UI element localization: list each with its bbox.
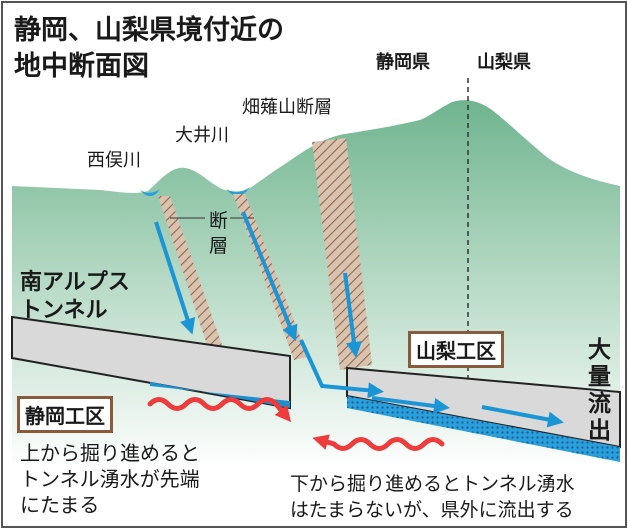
label-yamanashi-section: 山梨工区: [408, 331, 504, 368]
water-arrow-6: [481, 405, 564, 428]
note-left-line-3: にたまる: [20, 493, 100, 517]
label-hatanagiyama-fault: 畑薙山断層: [242, 97, 332, 118]
label-shizuoka-section: 静岡工区: [17, 396, 113, 433]
water-arrow-2: [241, 211, 298, 342]
note-right-line-2: はたまらないが、県外に流出する: [290, 499, 574, 521]
oi-river-notch: [226, 187, 250, 196]
red-arrow-right-digging: [312, 434, 445, 451]
note-left-line-2: トンネル湧水が先端: [20, 467, 200, 491]
label-nishimata-river: 西俣川: [87, 150, 141, 171]
label-outflow-char-1: 大: [588, 337, 611, 363]
title-line-1: 静岡、山梨県境付近の: [14, 15, 284, 46]
pooled-water-shizuoka: [150, 382, 290, 408]
red-arrow-left-digging: [147, 397, 292, 423]
label-fault-char-2: 層: [209, 235, 229, 257]
label-fault-char-1: 断: [209, 210, 229, 232]
label-oi-river: 大井川: [175, 125, 229, 146]
water-arrow-1: [154, 221, 196, 335]
water-arrow-5: [371, 396, 450, 414]
label-outflow-char-3: 流: [588, 391, 611, 417]
note-right-line-1: 下から掘り進めるとトンネル湧水: [290, 473, 575, 495]
outflow-water-yamanashi: [347, 396, 620, 462]
title-line-2: 地中断面図: [14, 51, 149, 82]
label-outflow-char-2: 量: [588, 364, 611, 390]
label-shizuoka-prefecture: 静岡県: [376, 52, 430, 73]
note-left-line-1: 上から掘り進めると: [20, 441, 200, 465]
nishimata-river-notch: [140, 189, 160, 196]
hatanagiyama-fault-zone: [312, 138, 372, 370]
fault-nishimata: [158, 196, 222, 348]
label-yamanashi-prefecture: 山梨県: [477, 52, 531, 73]
water-arrow-4: [343, 272, 362, 358]
label-tunnel-line-1: 南アルプス: [20, 270, 130, 295]
label-tunnel-line-2: トンネル: [20, 298, 108, 323]
water-arrow-3: [299, 339, 384, 399]
label-outflow-char-4: 出: [588, 418, 611, 444]
